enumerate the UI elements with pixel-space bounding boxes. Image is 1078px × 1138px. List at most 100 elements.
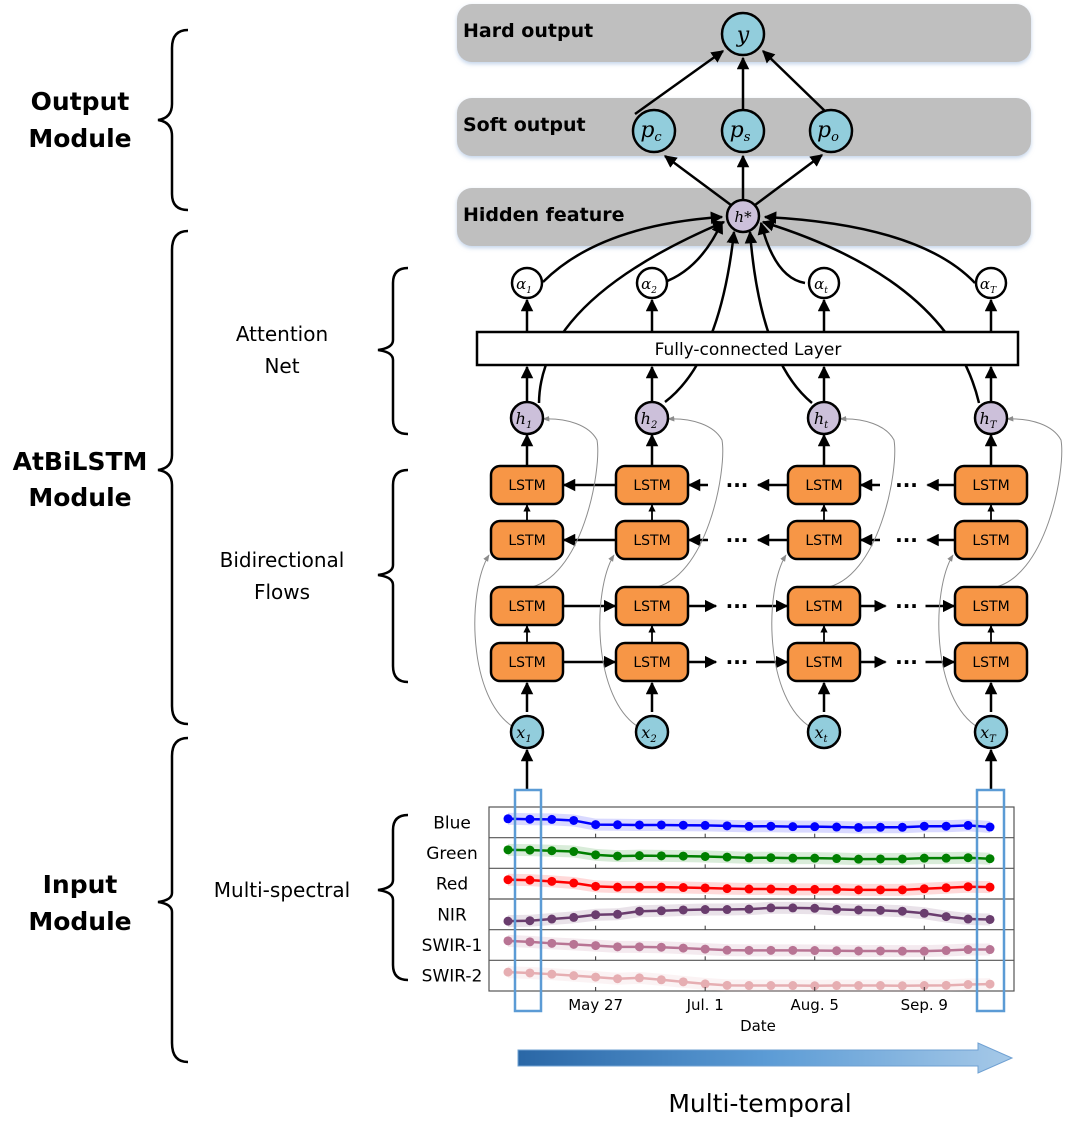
data-point [985,882,995,892]
data-point [722,980,732,990]
x-axis-title: Date [740,1017,776,1035]
lstm-label: LSTM [633,655,670,671]
data-point [788,822,798,832]
data-point [634,882,644,892]
alpha-node-label: αT [980,275,997,296]
soft-node-label: pc [640,118,662,145]
ellipsis: ··· [726,473,749,497]
data-point [766,884,776,894]
data-point [854,885,864,895]
multi-temporal-label: Multi-temporal [668,1089,851,1118]
data-point [897,981,907,991]
multispectral-brace [377,813,409,982]
lstm-box [786,464,862,506]
data-point [963,882,973,892]
skip-connection-lstm-to-h [651,415,724,589]
data-point [897,946,907,956]
ellipsis: ··· [895,594,918,618]
data-point [613,909,623,919]
soft-node-label-base: p [730,118,744,143]
data-point [547,846,557,856]
lstm-link-row2-col2: ··· [687,528,788,552]
data-point [919,821,929,831]
data-point [700,851,710,861]
last-timestep-highlight [975,788,1006,1013]
h-node-circle [509,400,545,436]
x-node-label-subscript: 1 [525,734,531,745]
output-module-brace [157,28,189,212]
data-point [722,945,732,955]
alpha-node-label-base: α [516,275,526,293]
series-label: Blue [433,813,471,833]
data-point [766,853,776,863]
data-point [700,883,710,893]
x-tick: May 27 [568,833,623,1014]
data-point [788,903,798,913]
data-point [810,822,820,832]
node-y: y [720,11,766,57]
data-point [854,822,864,832]
data-point [525,916,535,926]
h-node-2: h2 [634,400,670,436]
data-point [854,981,864,991]
alpha-node-label-subscript: 1 [526,286,532,296]
alpha-node-label-base: α [641,275,651,293]
data-point [547,814,557,824]
lstm-box [614,585,690,627]
lstm-link-row3-col2: ··· [688,594,789,618]
multispectral-group: Multi-spectral [214,813,409,982]
y-node-label: y [736,23,750,48]
series-swir-2: SWIR-2 [422,959,1014,992]
data-point [591,910,601,920]
data-point [897,885,907,895]
data-point [963,853,973,863]
lstm-cell-row3: LSTM [489,585,565,627]
data-point [678,851,688,861]
attention-net-subtitle: Net [264,354,299,378]
lstm-link-row1-col3: ··· [859,473,955,497]
lstm-cell-row4: LSTM [614,641,690,683]
attention-net-brace [377,266,409,436]
data-point [547,969,557,979]
x-node-label: x1 [516,723,531,745]
temporal-arrow-shape [517,1042,1014,1074]
x-tick-label: Aug. 5 [791,996,839,1014]
data-point [656,882,666,892]
alpha-node-circle [807,266,841,300]
data-point [832,854,842,864]
x-node-label: xt [814,723,828,745]
data-point [503,916,513,926]
alpha-node-t: αt [807,266,841,300]
data-point [569,847,579,857]
first-timestep-highlight [513,788,543,1013]
data-point [744,884,754,894]
h-node-label: ht [814,409,829,431]
data-point [503,875,513,885]
lstm-cell-row4: LSTM [953,641,1029,683]
lstm-label: LSTM [805,655,842,671]
h-node-circle [806,400,842,436]
data-point [919,884,929,894]
data-point [854,905,864,915]
soft-node-o: po [808,108,854,154]
h-node-1: h1 [509,400,545,436]
data-point [634,973,644,983]
edge-pc-y [634,49,725,116]
time-columns: ························LSTMLSTMLSTMLSTM… [474,266,1063,790]
alpha-node-label-subscript: t [824,286,828,296]
curve-h1-hstar [537,220,726,404]
attention-net-group: Attention Net [236,266,409,436]
skip-connection-x-to-lstm [474,554,516,729]
lstm-cell-row3: LSTM [786,585,862,627]
x-node-label-base: x [516,723,525,742]
data-point [503,936,513,946]
data-point [700,905,710,915]
series-label: Green [426,844,477,864]
alpha-node-T: αT [974,266,1008,300]
series-red: Red [436,867,1014,896]
data-point [897,906,907,916]
ellipsis: ··· [895,650,918,674]
alpha-node-label-subscript: T [990,286,997,296]
